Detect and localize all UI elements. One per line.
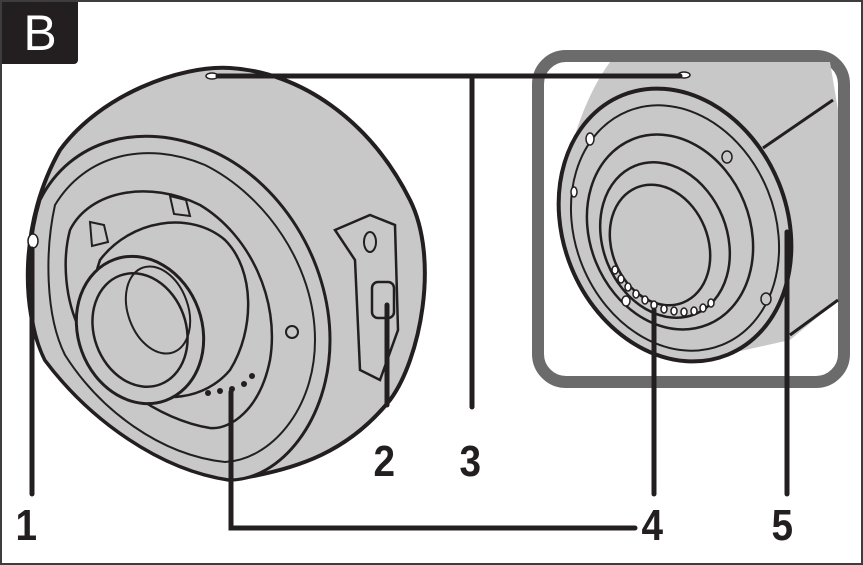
callout-4: 4 [641,501,664,550]
electronic-contacts-rear [611,265,715,317]
adapter-rear-view [556,62,839,364]
electronic-contacts-front [205,373,255,396]
adapter-front-view [25,65,427,483]
leader-4-front [228,389,638,531]
callout-5: 5 [771,501,794,550]
panel-label: B [23,5,57,61]
callout-3: 3 [459,437,482,486]
highlight-frame [532,50,850,388]
leader-lines [29,73,790,531]
callout-2: 2 [373,437,396,486]
panel-tag: B [2,2,78,64]
callout-1: 1 [15,501,38,550]
